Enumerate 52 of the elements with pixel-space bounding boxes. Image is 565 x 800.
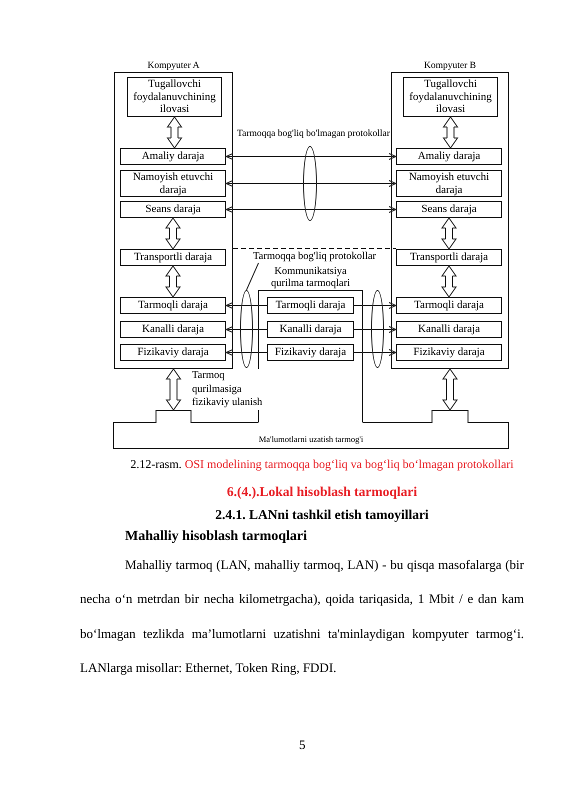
subsection-heading: 2.4.1. LANni tashkil etish tamoyillari: [215, 506, 429, 524]
hollow-double-arrow: [442, 218, 456, 250]
arrow: [226, 326, 268, 333]
osi-layer-box: Kanalli daraja: [396, 321, 502, 338]
hollow-double-arrow: [442, 266, 456, 298]
body-paragraph: Mahalliy tarmoq (LAN, mahalliy tarmoq, LAN) - bu qisqa masofalarga (bir necha o‘n metrdan bir necha kilometrgacha), qoida tariqasida, 1 Mbit / e dan kam bo‘lmagan tezlikda ma’lumotlarni uzatishni ta'minlaydigan kompyuter tarmog‘i. LANlarga misollar: Ethernet, Token Ring, FDDI.: [80, 556, 524, 678]
arrow: [354, 326, 396, 333]
paragraph-heading: Mahalliy hisoblash tarmoqlari: [125, 528, 308, 546]
osi-layer-box: Seans daraja: [396, 201, 502, 218]
osi-layer-box: Fizikaviy daraja: [267, 344, 354, 361]
osi-layer-box: Kanalli daraja: [120, 321, 226, 338]
hollow-double-arrow: [166, 266, 180, 298]
arrow: [226, 302, 268, 309]
hollow-double-arrow: [167, 116, 182, 148]
osi-layer-box: Kanalli daraja: [267, 321, 354, 338]
network-label: Ma'lumotlarni uzatish tarmog'i: [258, 434, 364, 445]
osi-layer-box: Transportli daraja: [120, 249, 226, 266]
double-arrow: [226, 153, 396, 160]
osi-layer-box: Fizikaviy daraja: [396, 344, 502, 361]
arrow: [354, 302, 396, 309]
osi-layer-box: Amaliy daraja: [120, 148, 226, 165]
computer-label: Kompyuter A: [148, 61, 200, 72]
osi-layer-box: Transportli daraja: [396, 249, 502, 266]
osi-layer-box: Namoyish etuvchi daraja: [120, 170, 226, 197]
hollow-double-arrow: [442, 368, 458, 410]
grouping-ellipse: [303, 146, 317, 221]
osi-layer-box: Seans daraja: [120, 201, 226, 218]
osi-layer-box: Amaliy daraja: [396, 148, 502, 165]
arrow: [354, 349, 396, 356]
hollow-double-arrow: [166, 368, 181, 410]
hollow-double-arrow: [166, 218, 180, 250]
grouping-ellipse: [371, 290, 384, 368]
osi-layer-box: Namoyish etuvchi daraja: [396, 170, 502, 197]
osi-layer-box: Tarmoqli daraja: [267, 297, 354, 314]
section-heading: 6.(4.).Lokal hisoblash tarmoqlari: [226, 483, 418, 501]
figure-caption: 2.12-rasm. OSI modelining tarmoqqa bog‘liq va bog‘liq bo‘lmagan protokollari: [130, 456, 514, 472]
grouping-ellipse: [240, 290, 253, 368]
double-arrow: [226, 180, 396, 187]
group-label: Kommunikatsiya qurilma tarmoqlari: [270, 266, 352, 290]
page-number: 5: [299, 737, 306, 753]
osi-layer-box: Tugallovchi foydalanuvchining ilovasi: [127, 77, 222, 117]
double-arrow: [226, 206, 396, 213]
hollow-double-arrow: [443, 116, 458, 148]
annotation-label: Tarmoqqa bog'liq bo'lmagan protokollar: [237, 128, 390, 140]
osi-layer-box: Tugallovchi foydalanuvchining ilovasi: [403, 77, 498, 117]
leader-line: [246, 262, 259, 290]
annotation-label: Tarmoqqa bog'liq protokollar: [253, 250, 376, 263]
osi-layer-box: Tarmoqli daraja: [120, 297, 226, 314]
osi-layer-box: Tarmoqli daraja: [396, 297, 502, 314]
osi-layer-box: Fizikaviy daraja: [120, 344, 226, 361]
arrow: [226, 349, 268, 356]
computer-label: Kompyuter B: [424, 61, 476, 72]
